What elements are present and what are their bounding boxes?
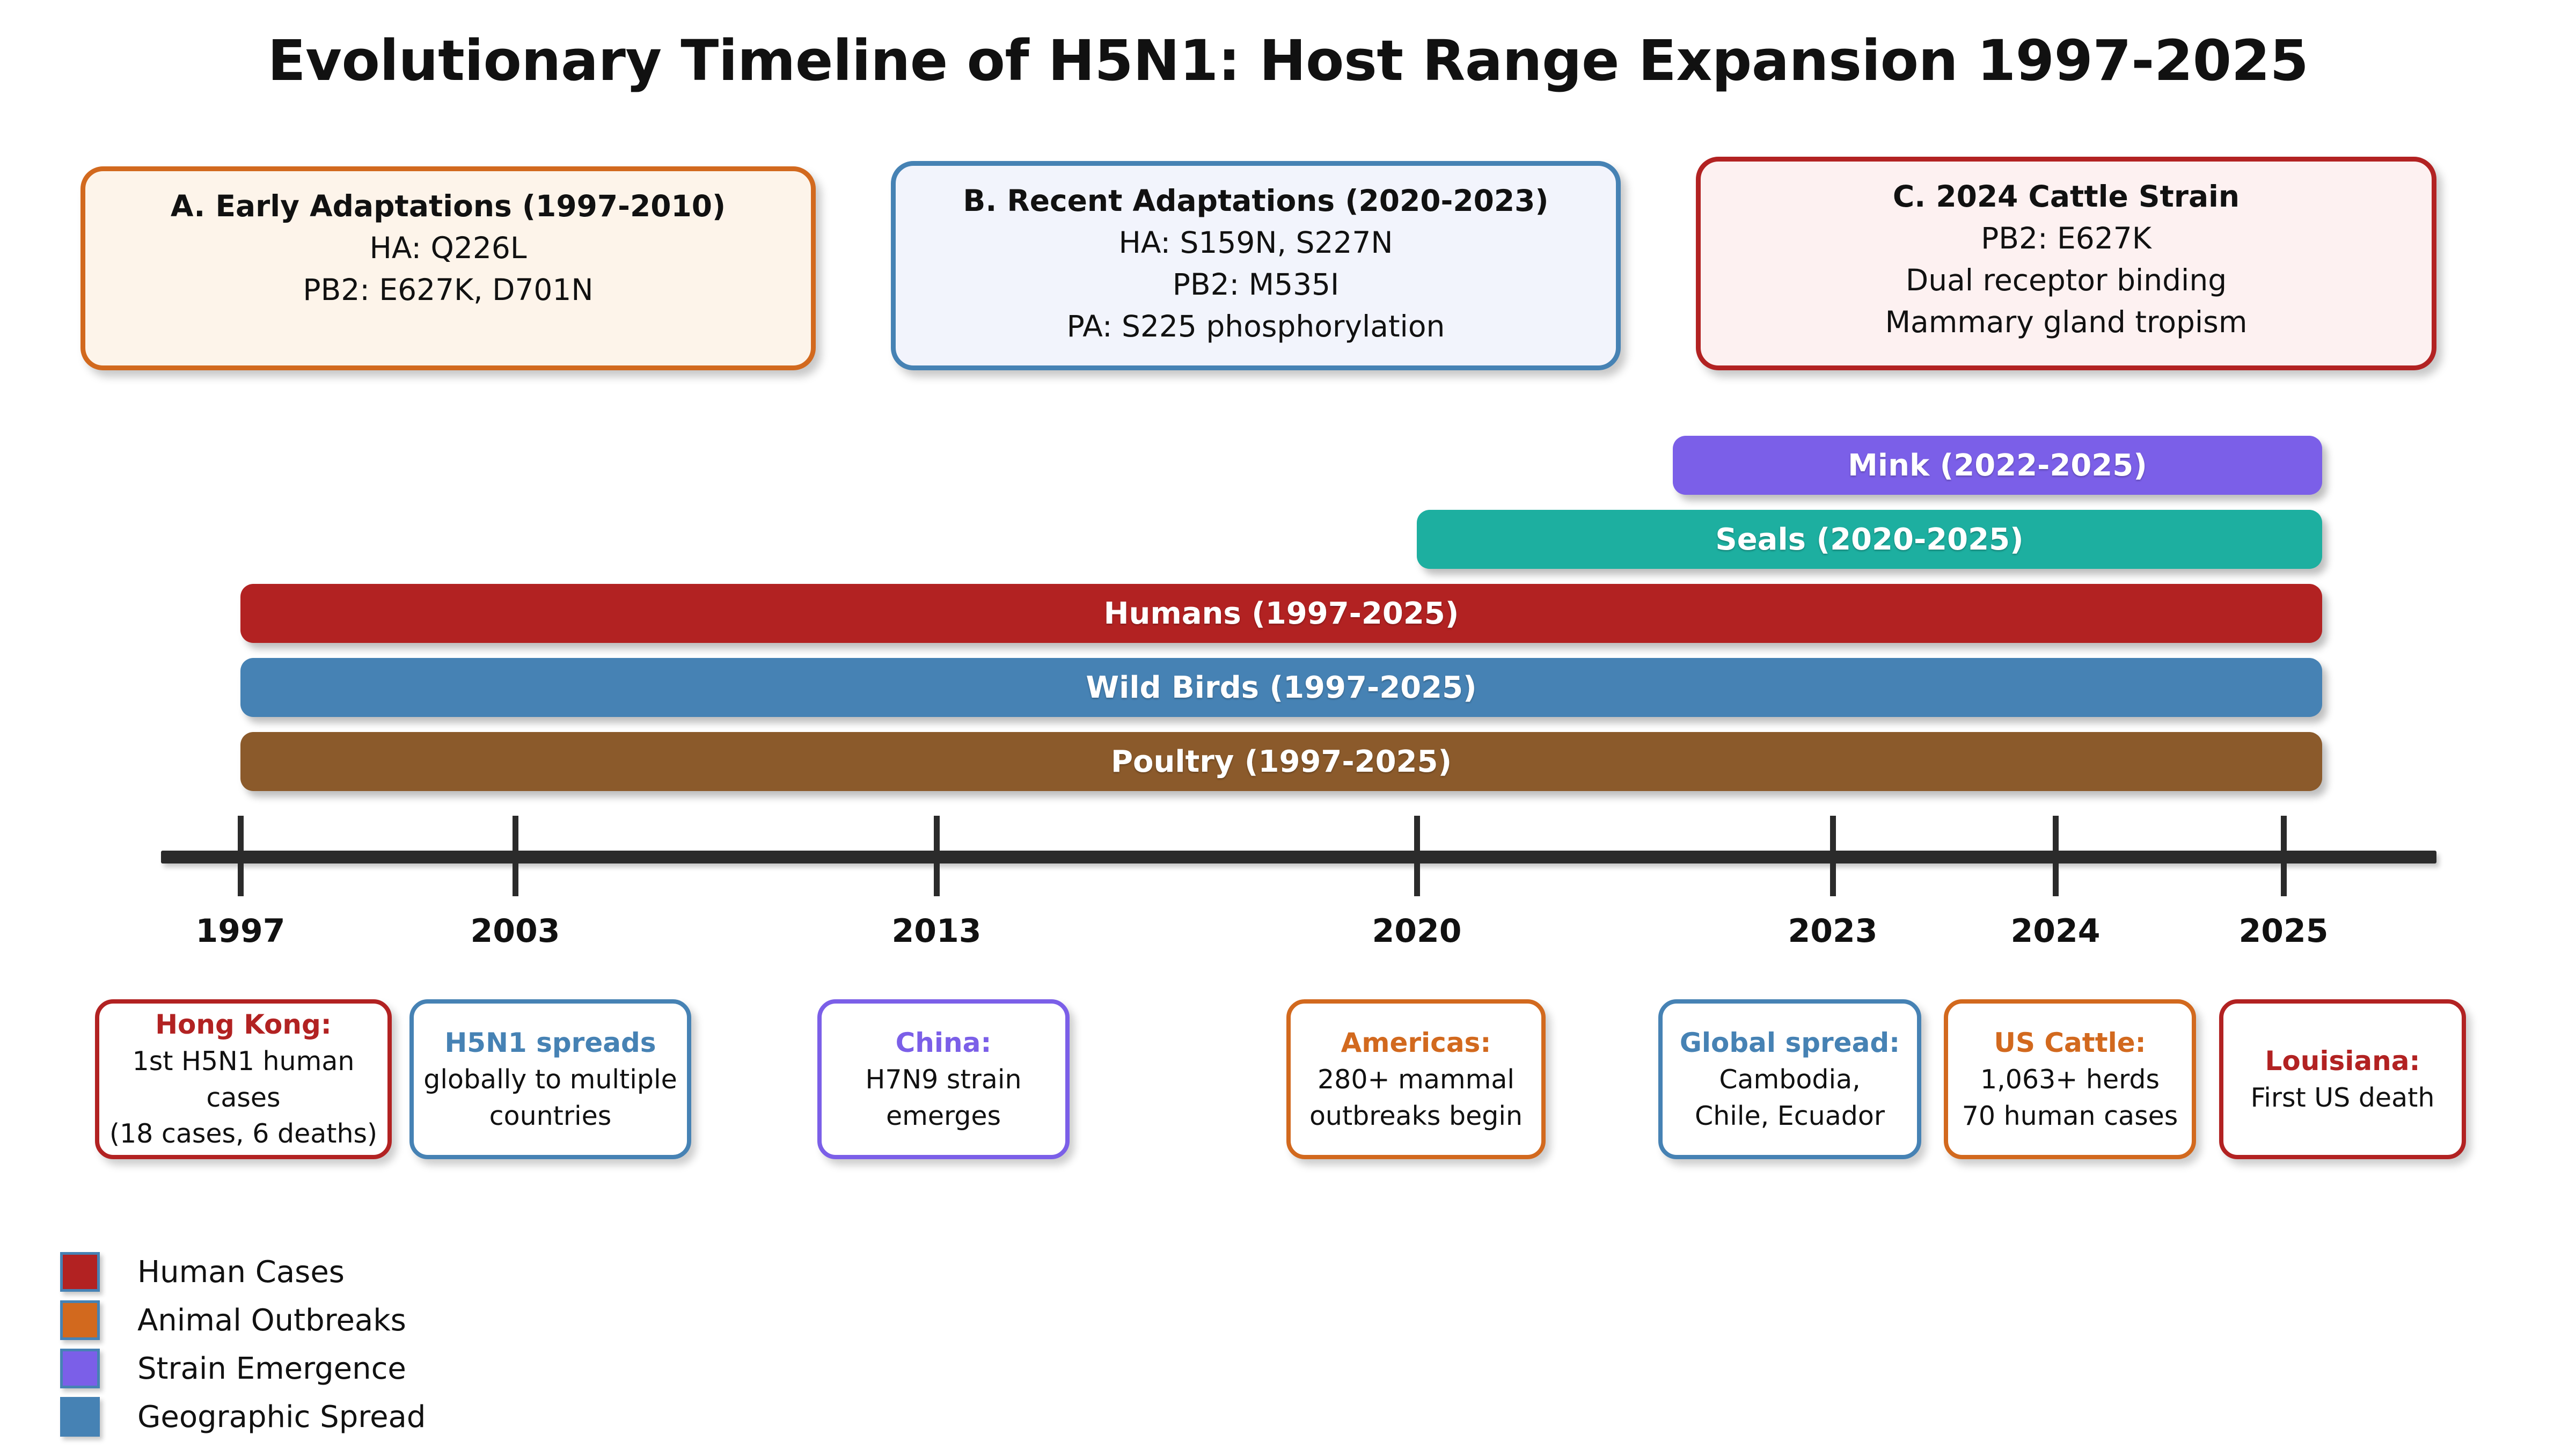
event-callout-text: globally to multiple (423, 1064, 677, 1095)
mutation-panel-line: Mammary gland tropism (1885, 305, 2248, 340)
axis-year-label-1997: 1997 (195, 912, 286, 950)
axis-year-label-2023: 2023 (1788, 912, 1878, 950)
legend-item-label: Geographic Spread (137, 1399, 426, 1435)
legend-swatch-icon (60, 1397, 100, 1437)
host-range-bar-label: Mink (2022-2025) (1848, 448, 2147, 483)
axis-year-label-2020: 2020 (1372, 912, 1462, 950)
event-callout-text: outbreaks begin (1309, 1100, 1523, 1131)
event-callout-text: Cambodia, (1719, 1064, 1861, 1095)
event-callout-title: Americas: (1341, 1027, 1491, 1058)
mutation-panel-heading: A. Early Adaptations (1997-2010) (170, 189, 726, 223)
host-range-bar-label: Poultry (1997-2025) (1110, 744, 1452, 779)
mutation-panel-line: PB2: E627K (1981, 221, 2151, 256)
axis-tick-2023 (1830, 816, 1836, 896)
event-callout-text: Chile, Ecuador (1694, 1100, 1885, 1131)
legend-swatch-icon (60, 1300, 100, 1340)
event-callout-text: countries (489, 1100, 612, 1131)
axis-year-label-2003: 2003 (470, 912, 560, 950)
event-callout-text: First US death (2250, 1082, 2435, 1113)
mutation-panel-heading: C. 2024 Cattle Strain (1892, 179, 2240, 214)
event-callout-text: 280+ mammal (1317, 1064, 1515, 1095)
host-range-bar[interactable]: Mink (2022-2025) (1673, 436, 2322, 495)
mutation-panel-line: HA: S159N, S227N (1118, 225, 1393, 260)
axis-year-label-2024: 2024 (2010, 912, 2101, 950)
mutation-panel-line: Dual receptor binding (1905, 263, 2227, 298)
host-range-bar[interactable]: Seals (2020-2025) (1417, 510, 2322, 569)
axis-tick-2024 (2053, 816, 2059, 896)
event-callout-title: Global spread: (1679, 1027, 1900, 1058)
legend-item-1[interactable]: Animal Outbreaks (60, 1296, 426, 1344)
event-callout-title: Louisiana: (2265, 1045, 2420, 1077)
axis-line (161, 851, 2436, 863)
event-callout-title: US Cattle: (1994, 1027, 2146, 1058)
legend-item-0[interactable]: Human Cases (60, 1248, 426, 1296)
event-callout-text: emerges (885, 1100, 1001, 1131)
event-callout-text: 1st H5N1 human cases (132, 1046, 355, 1113)
axis-tick-2013 (934, 816, 940, 896)
legend-item-3[interactable]: Geographic Spread (60, 1393, 426, 1441)
legend-item-2[interactable]: Strain Emergence (60, 1344, 426, 1393)
page-title: Evolutionary Timeline of H5N1: Host Rang… (267, 28, 2309, 93)
event-callout[interactable]: US Cattle: 1,063+ herds 70 human cases (1944, 999, 2196, 1159)
event-callout[interactable]: China: H7N9 strain emerges (817, 999, 1070, 1159)
host-range-bar[interactable]: Wild Birds (1997-2025) (240, 658, 2322, 717)
event-callout-text: 1,063+ herds (1980, 1064, 2160, 1095)
mutation-panel-heading: B. Recent Adaptations (2020-2023) (963, 184, 1549, 218)
legend-item-label: Animal Outbreaks (137, 1302, 406, 1338)
axis-tick-2020 (1414, 816, 1420, 896)
axis-year-label-2013: 2013 (891, 912, 982, 950)
axis-tick-2003 (513, 816, 518, 896)
host-range-bar-label: Wild Birds (1997-2025) (1086, 670, 1477, 705)
event-callout[interactable]: Louisiana: First US death (2219, 999, 2466, 1159)
axis-tick-1997 (238, 816, 244, 896)
axis-tick-2025 (2281, 816, 2287, 896)
mutation-panel-line: PB2: M535I (1172, 267, 1340, 302)
legend-swatch-icon (60, 1349, 100, 1388)
event-callout-title: China: (895, 1027, 992, 1058)
event-callout-title: Hong Kong: (155, 1009, 332, 1041)
event-callout-text: 70 human cases (1962, 1100, 2178, 1131)
axis-year-label-2025: 2025 (2238, 912, 2329, 950)
legend-swatch-icon (60, 1252, 100, 1292)
mutation-panel-b[interactable]: B. Recent Adaptations (2020-2023) HA: S15… (891, 161, 1621, 370)
event-callout[interactable]: Global spread: Cambodia, Chile, Ecuador (1658, 999, 1921, 1159)
host-range-bar[interactable]: Poultry (1997-2025) (240, 732, 2322, 791)
host-range-bar-label: Humans (1997-2025) (1103, 596, 1459, 631)
event-callout-title: H5N1 spreads (444, 1027, 656, 1058)
mutation-panel-line: PB2: E627K, D701N (303, 273, 594, 308)
event-callout-text: (18 cases, 6 deaths) (109, 1118, 378, 1150)
event-callout[interactable]: H5N1 spreads globally to multiple countrie… (409, 999, 691, 1159)
legend-item-label: Human Cases (137, 1254, 345, 1290)
event-callout-text: H7N9 strain (865, 1064, 1022, 1095)
mutation-panel-line: HA: Q226L (369, 231, 527, 266)
event-callout[interactable]: Hong Kong: 1st H5N1 human cases (18 cases,… (95, 999, 392, 1159)
host-range-bar-label: Seals (2020-2025) (1715, 522, 2024, 557)
mutation-panel-a[interactable]: A. Early Adaptations (1997-2010) HA: Q226… (80, 166, 816, 370)
event-callout[interactable]: Americas: 280+ mammal outbreaks begin (1286, 999, 1546, 1159)
host-range-bar[interactable]: Humans (1997-2025) (240, 584, 2322, 643)
mutation-panel-line: PA: S225 phosphorylation (1066, 309, 1445, 344)
legend-item-label: Strain Emergence (137, 1351, 406, 1386)
